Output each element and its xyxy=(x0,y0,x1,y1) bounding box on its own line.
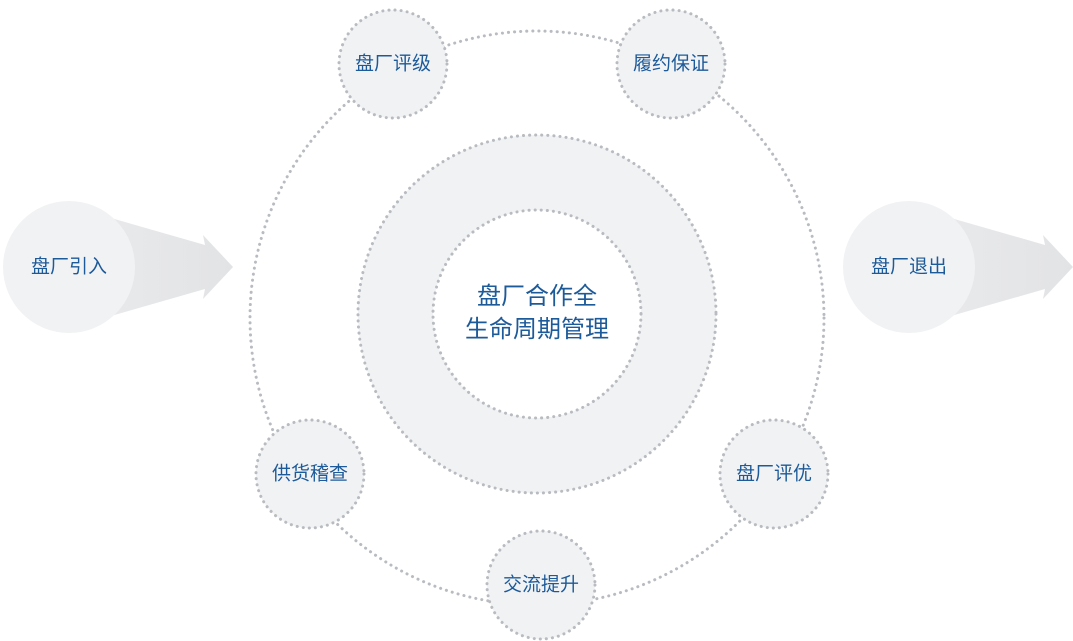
center-title-line1: 盘厂合作全 xyxy=(477,282,597,310)
exit-node: 盘厂退出 xyxy=(843,201,1073,333)
stage-node-audit: 供货稽查 xyxy=(254,418,366,530)
entry-node: 盘厂引入 xyxy=(3,201,233,333)
stage-label: 履约保证 xyxy=(633,53,709,75)
center-title-line2: 生命周期管理 xyxy=(465,315,609,343)
center-core xyxy=(433,210,641,418)
center-ring-outer-dots xyxy=(356,133,718,495)
stage-label: 盘厂评级 xyxy=(355,53,431,75)
stage-node-rating: 盘厂评级 xyxy=(337,8,449,120)
center-core-dots xyxy=(431,208,643,420)
stage-label: 交流提升 xyxy=(503,574,579,596)
stage-node-performance: 履约保证 xyxy=(615,8,727,120)
stage-label: 盘厂评优 xyxy=(736,463,812,485)
stage-label: 供货稽查 xyxy=(272,463,348,485)
stage-node-excellence: 盘厂评优 xyxy=(718,418,830,530)
stage-node-exchange: 交流提升 xyxy=(485,529,597,641)
exit-label: 盘厂退出 xyxy=(871,256,947,278)
entry-label: 盘厂引入 xyxy=(31,256,107,278)
